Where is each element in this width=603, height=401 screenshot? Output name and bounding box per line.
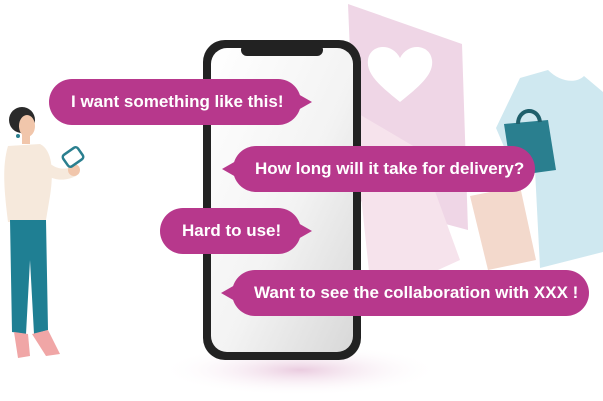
speech-bubble-4: Want to see the collaboration with XXX ! [221,270,589,316]
speech-bubble-tail [222,161,236,177]
speech-bubble-1: I want something like this! [49,79,312,125]
speech-bubble-2: How long will it take for delivery? [222,146,535,192]
woman-figure [4,107,85,358]
speech-bubble-3-text: Hard to use! [182,221,282,240]
speech-bubble-tail [298,223,312,239]
garment-beige [470,186,536,270]
phone-notch [241,44,323,56]
heart-icon [367,46,433,102]
speech-bubble-tail [298,94,312,110]
speech-bubble-4-text: Want to see the collaboration with XXX ! [254,283,579,302]
speech-bubble-tail [221,285,235,301]
speech-bubble-2-text: How long will it take for delivery? [255,159,525,178]
speech-bubble-1-text: I want something like this! [71,92,284,111]
speech-bubble-3: Hard to use! [160,208,312,254]
